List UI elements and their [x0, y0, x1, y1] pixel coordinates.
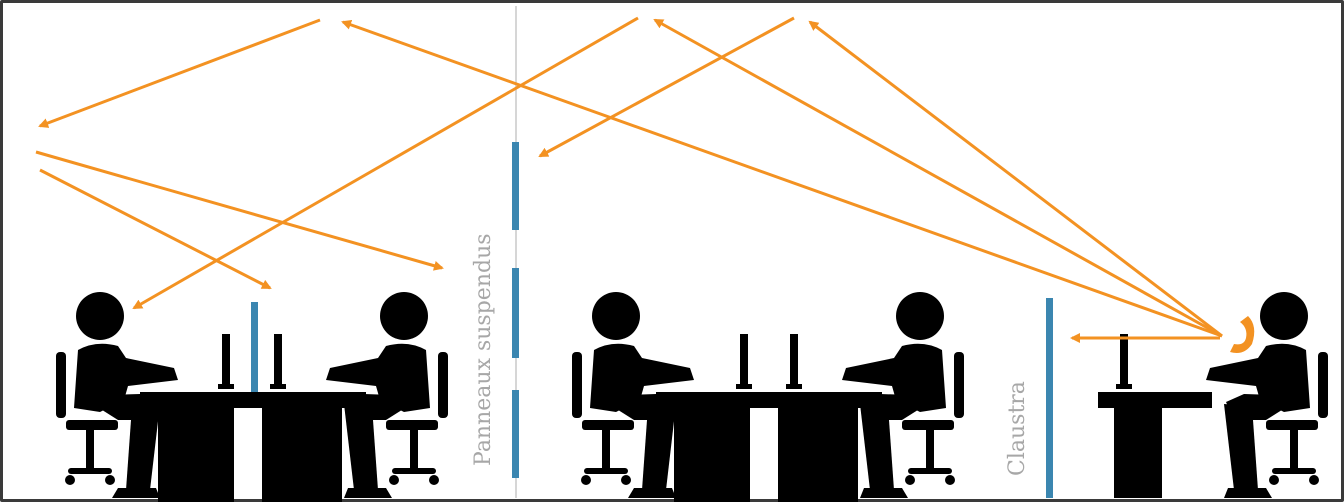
sound-arrow [35, 150, 444, 271]
desk-screen-panel [251, 302, 258, 392]
middle-workstation-group [572, 292, 964, 502]
sound-arrow [38, 18, 321, 128]
sound-arrow [653, 18, 1223, 338]
right-desk-leg [1114, 408, 1162, 498]
claustra-partition [1046, 298, 1053, 498]
label-claustra: Claustra [1005, 381, 1030, 476]
hanging-panel-3 [512, 390, 519, 478]
monitor-middle-1-icon [736, 334, 752, 389]
phone-headset-icon [1230, 316, 1255, 353]
sound-paths [35, 16, 1223, 343]
hanging-panels [512, 142, 519, 478]
sound-arrow [808, 20, 1223, 338]
monitor-left-2-icon [270, 334, 286, 389]
right-desk [1098, 392, 1212, 408]
label-hanging-panels: Panneaux suspendus [471, 233, 496, 466]
middle-double-desk [656, 392, 882, 502]
monitor-right-icon [1116, 334, 1132, 389]
right-workstation-group [1098, 292, 1328, 498]
phone-worker-icon [1206, 292, 1328, 498]
sound-arrow [538, 16, 795, 158]
sound-arrow [39, 168, 272, 290]
hanging-panel-2 [512, 268, 519, 358]
monitor-middle-2-icon [786, 334, 802, 389]
left-double-desk [140, 392, 366, 502]
hanging-panel-1 [512, 142, 519, 230]
monitor-left-1-icon [218, 334, 234, 389]
sound-arrow [341, 19, 1223, 338]
